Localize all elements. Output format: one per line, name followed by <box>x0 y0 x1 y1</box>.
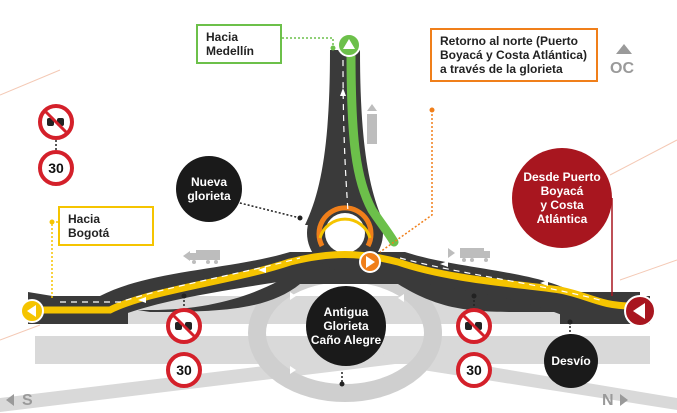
speed-limit-icon: 30 <box>456 352 492 388</box>
speed-limit-value: 30 <box>176 362 192 378</box>
truck-icon <box>183 250 220 264</box>
desde-puerto-arrow-icon <box>624 295 656 327</box>
label-retorno-line3: a través de la glorieta <box>440 62 563 76</box>
label-hacia-bogota: Hacia Bogotá <box>58 206 154 246</box>
route-medellin <box>346 47 399 247</box>
antigua-glorieta-badge: Antigua Glorieta Caño Alegre <box>306 286 386 366</box>
main-road-body <box>100 252 580 324</box>
desde-puerto-line4: Atlántica <box>536 212 588 226</box>
retorno-arrow-icon <box>359 251 381 273</box>
no-overtaking-icon <box>166 308 202 344</box>
speed-limit-value: 30 <box>48 160 64 176</box>
route-retorno <box>316 205 374 248</box>
desde-puerto-line1: Desde Puerto <box>523 170 601 184</box>
compass-n-icon <box>620 394 628 406</box>
desvio-text: Desvío <box>551 354 591 368</box>
compass-n-label: N <box>602 392 614 409</box>
old-roundabout-arrows <box>290 292 404 374</box>
label-hacia-medellin-line2: Medellín <box>206 44 255 58</box>
speed-limit-icon: 30 <box>166 352 202 388</box>
nueva-glorieta-line1: Nueva <box>190 175 228 189</box>
compass-oc-label: OC <box>610 60 634 77</box>
route-bogota-ring <box>318 217 372 239</box>
desvio-badge: Desvío <box>544 334 598 388</box>
speed-limit-value: 30 <box>466 362 482 378</box>
antigua-line2: Glorieta <box>323 319 369 333</box>
desde-puerto-line2: Boyacá <box>540 184 584 198</box>
label-retorno-line2: Boyacá y Costa Atlántica) <box>440 48 587 62</box>
label-retorno-line1: Retorno al norte (Puerto <box>440 34 579 48</box>
antigua-line1: Antigua <box>323 305 369 319</box>
label-hacia-bogota-text: Hacia Bogotá <box>68 212 110 240</box>
no-overtaking-icon <box>38 104 74 140</box>
desde-puerto-badge: Desde Puerto Boyacá y Costa Atlántica <box>512 148 612 248</box>
roundabout-island <box>325 213 365 253</box>
label-hacia-medellin-line1: Hacia <box>206 30 239 44</box>
truck-icon <box>367 104 377 144</box>
antigua-line3: Caño Alegre <box>310 333 382 347</box>
truck-icon <box>448 248 490 262</box>
nueva-glorieta-badge: Nueva glorieta <box>176 156 242 222</box>
label-hacia-medellin: Hacia Medellín <box>196 24 282 64</box>
bogota-arrow-icon <box>20 299 44 323</box>
nueva-glorieta-line2: glorieta <box>187 189 231 203</box>
lane-arrows <box>138 88 548 303</box>
lane-dashes <box>60 59 601 303</box>
compass-s-icon <box>6 394 14 406</box>
medellin-arrow-icon <box>337 33 361 57</box>
desde-puerto-line3: y Costa <box>540 198 584 212</box>
compass-oc-icon <box>616 44 632 54</box>
compass-s-label: S <box>22 392 33 409</box>
no-overtaking-icon <box>456 308 492 344</box>
label-retorno: Retorno al norte (Puerto Boyacá y Costa … <box>430 28 598 82</box>
speed-limit-icon: 30 <box>38 150 74 186</box>
main-road <box>28 268 640 312</box>
background-lines <box>0 69 677 341</box>
